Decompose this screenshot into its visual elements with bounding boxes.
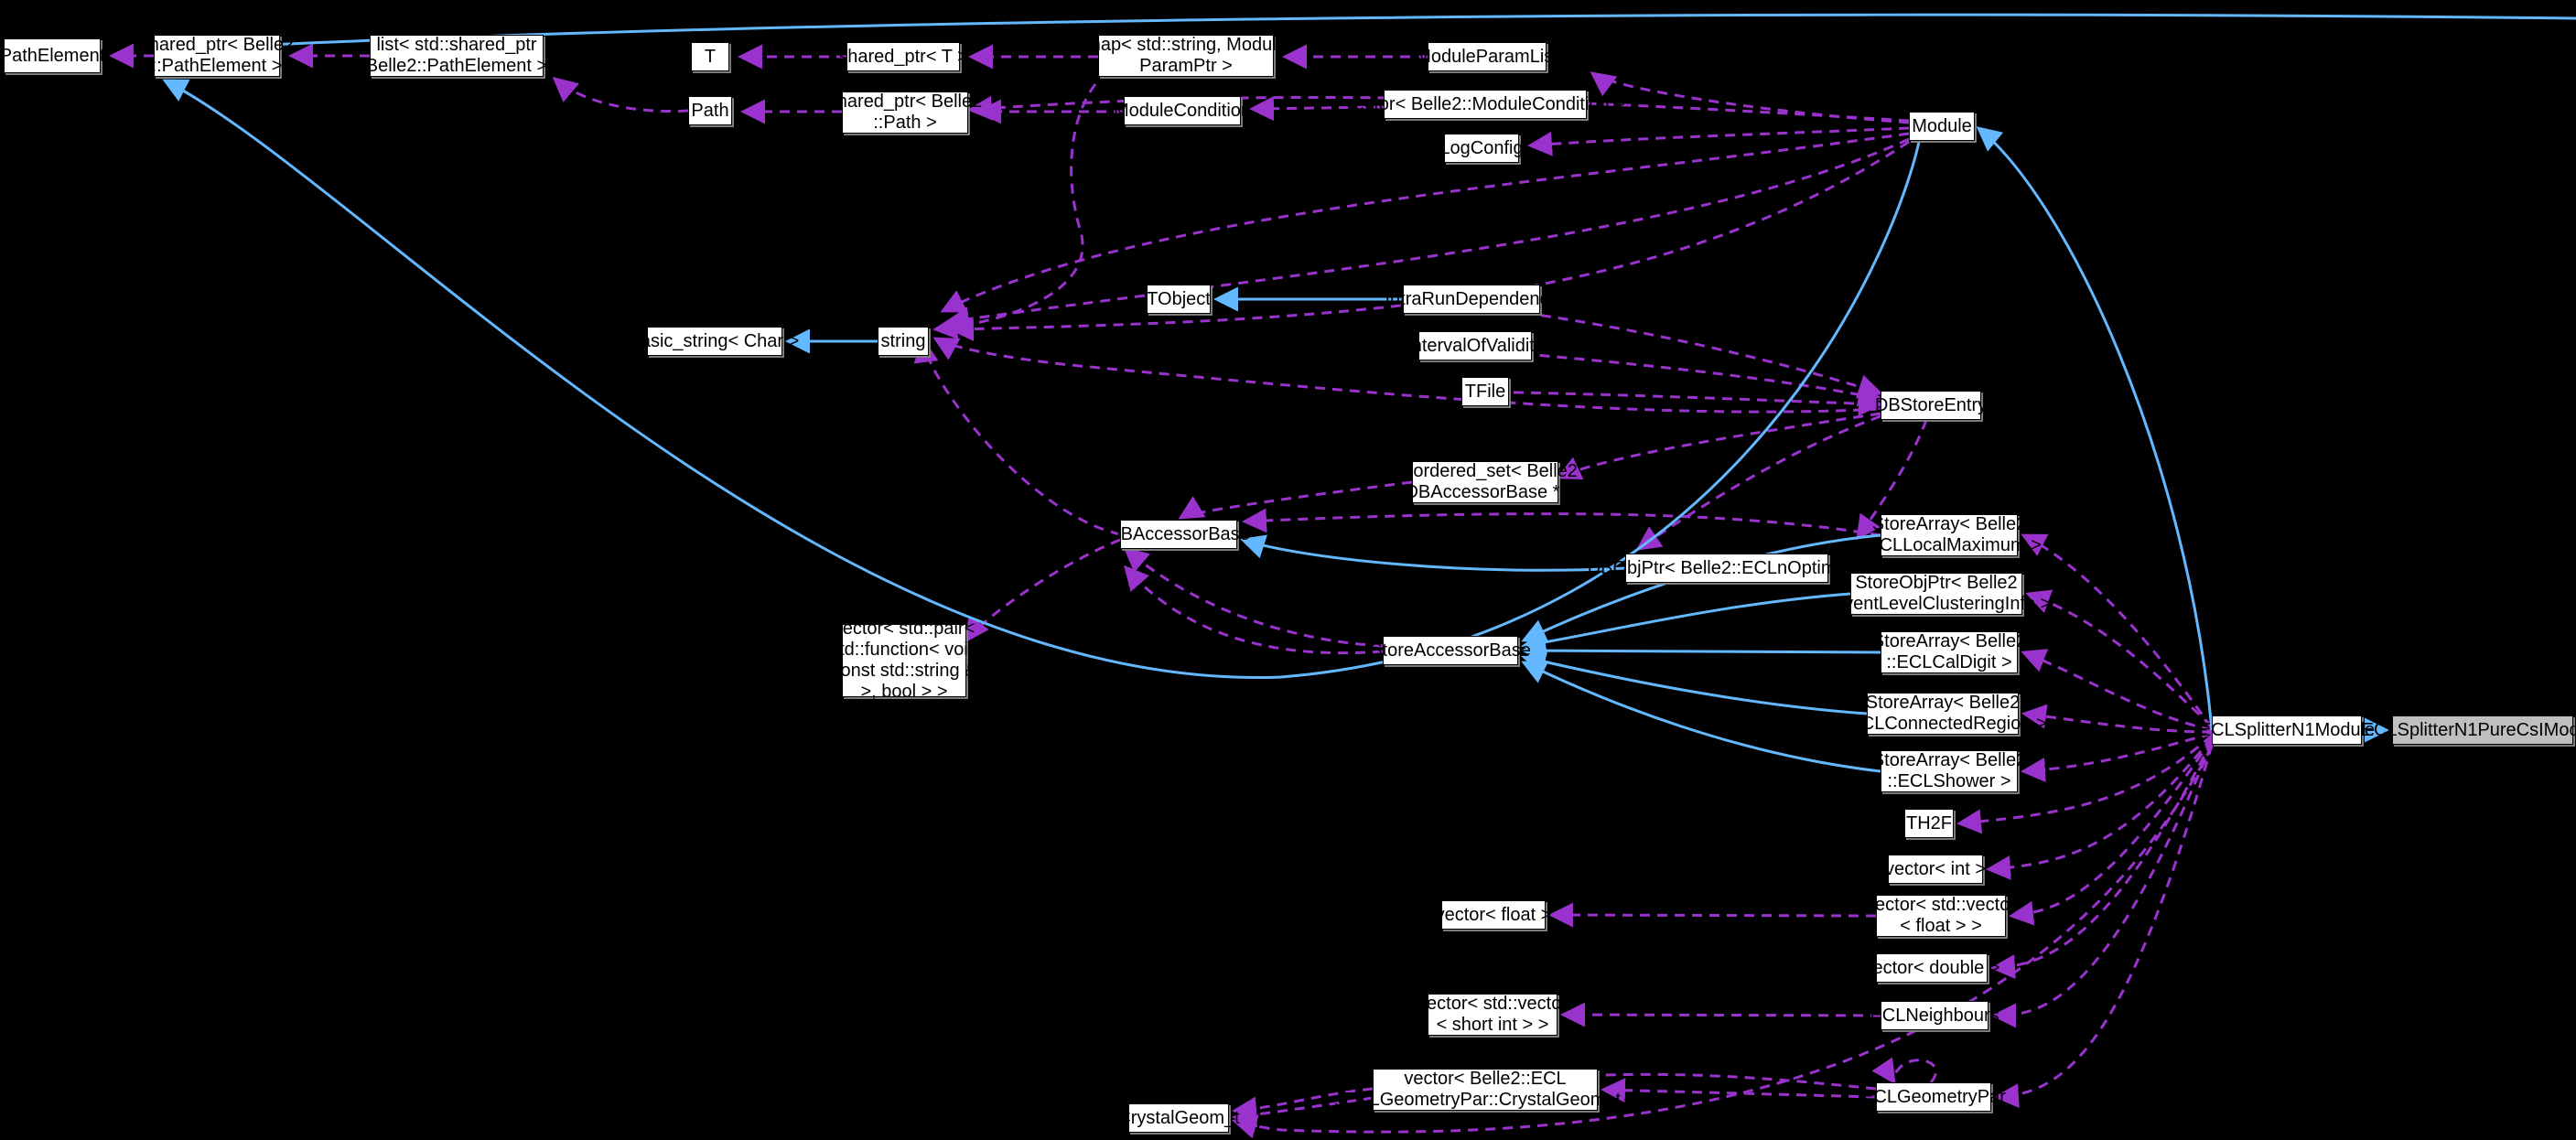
graph-node-dbobjptr_eclnopt[interactable]: DBObjPtr< Belle2::ECLnOptimal > [1588,554,1866,583]
graph-node-eclgeometrypar[interactable]: ECLGeometryPar [1861,1082,2006,1112]
graph-node-vec_modulecondition[interactable]: vector< Belle2::ModuleCondition > [1345,90,1625,119]
graph-node-sp_pathelement[interactable]: shared_ptr< Belle2 ::PathElement > [139,35,295,77]
graph-node-dbstoreentry[interactable]: DBStoreEntry [1875,391,1987,420]
graph-node-sa_eclcaldigit[interactable]: StoreArray< Belle2 ::ECLCalDigit > [1871,631,2027,673]
graph-node-tobject[interactable]: TObject [1147,285,1211,314]
graph-node-vec_vec_float[interactable]: vector< std::vector < float > > [1866,895,2016,937]
graph-node-basic_string_char[interactable]: basic_string< Char > [631,327,799,356]
graph-node-vector_int[interactable]: vector< int > [1885,855,1986,884]
graph-node-t[interactable]: T [691,42,729,71]
graph-node-eclsplittern1[interactable]: ECLSplitterN1Module [2199,715,2375,745]
graph-node-list_sp_pathelement[interactable]: list< std::shared_ptr < Belle2::PathElem… [350,35,564,77]
graph-node-sp_path[interactable]: shared_ptr< Belle2 ::Path > [827,91,983,134]
graph-node-vector_float[interactable]: vector< float > [1436,900,1551,930]
graph-node-sa_eclconnregion[interactable]: StoreArray< Belle2 ::ECLConnectedRegion … [1838,693,2047,735]
graph-node-dbaccessorbase[interactable]: DBAccessorBase [1107,520,1250,549]
graph-node-crystalgeom_t[interactable]: CrystalGeom_t [1117,1103,1240,1133]
graph-node-sop_eventlevelclus[interactable]: StoreObjPtr< Belle2 ::EventLevelClusteri… [1821,573,2052,615]
graph-node-intervalofvalidity[interactable]: IntervalOfValidity [1407,331,1544,360]
graph-node-sa_eclshower[interactable]: StoreArray< Belle2 ::ECLShower > [1871,750,2027,792]
graph-node-eclsplittern1pure[interactable]: ECLSplitterN1PureCsIModule [2362,715,2576,745]
graph-node-sp_t[interactable]: shared_ptr< T > [838,42,968,71]
graph-node-vector_double[interactable]: vector< double > [1864,953,2000,983]
graph-node-logconfig[interactable]: LogConfig [1439,134,1524,163]
graph-node-path[interactable]: Path [688,96,732,125]
graph-node-vec_crystalgeom[interactable]: vector< Belle2::ECL ::ECLGeometryPar::Cr… [1333,1069,1637,1111]
graph-node-unordered_set_dbab[interactable]: unordered_set< Belle2 ::DBAccessorBase *… [1393,461,1578,503]
graph-node-sa_ecllocalmaximum[interactable]: StoreArray< Belle2 ::ECLLocalMaximum > [1857,514,2042,556]
graph-node-storeaccessorbase[interactable]: StoreAccessorBase [1370,636,1531,665]
graph-node-pathelement[interactable]: PathElement [0,38,104,73]
graph-node-eclneighbours[interactable]: ECLNeighbours [1870,1001,1999,1030]
graph-node-vec_pair_fn_bool[interactable]: vector< std::pair< std::function< void (… [825,618,984,702]
graph-node-th2f[interactable]: TH2F [1904,809,1954,838]
graph-node-map_str_mpp[interactable]: map< std::string, Module ParamPtr > [1085,35,1287,77]
graph-node-modulecondition[interactable]: ModuleCondition [1114,96,1251,125]
graph-node-moduleparamlist[interactable]: ModuleParamList [1416,42,1558,71]
graph-node-tfile[interactable]: TFile [1461,377,1509,406]
graph-node-vec_vec_shortint[interactable]: vector< std::vector < short int > > [1417,994,1568,1036]
graph-node-intrarundependency[interactable]: IntraRunDependency [1385,285,1558,314]
graph-node-module[interactable]: Module [1909,112,1975,141]
graph-node-string[interactable]: string [878,327,929,356]
